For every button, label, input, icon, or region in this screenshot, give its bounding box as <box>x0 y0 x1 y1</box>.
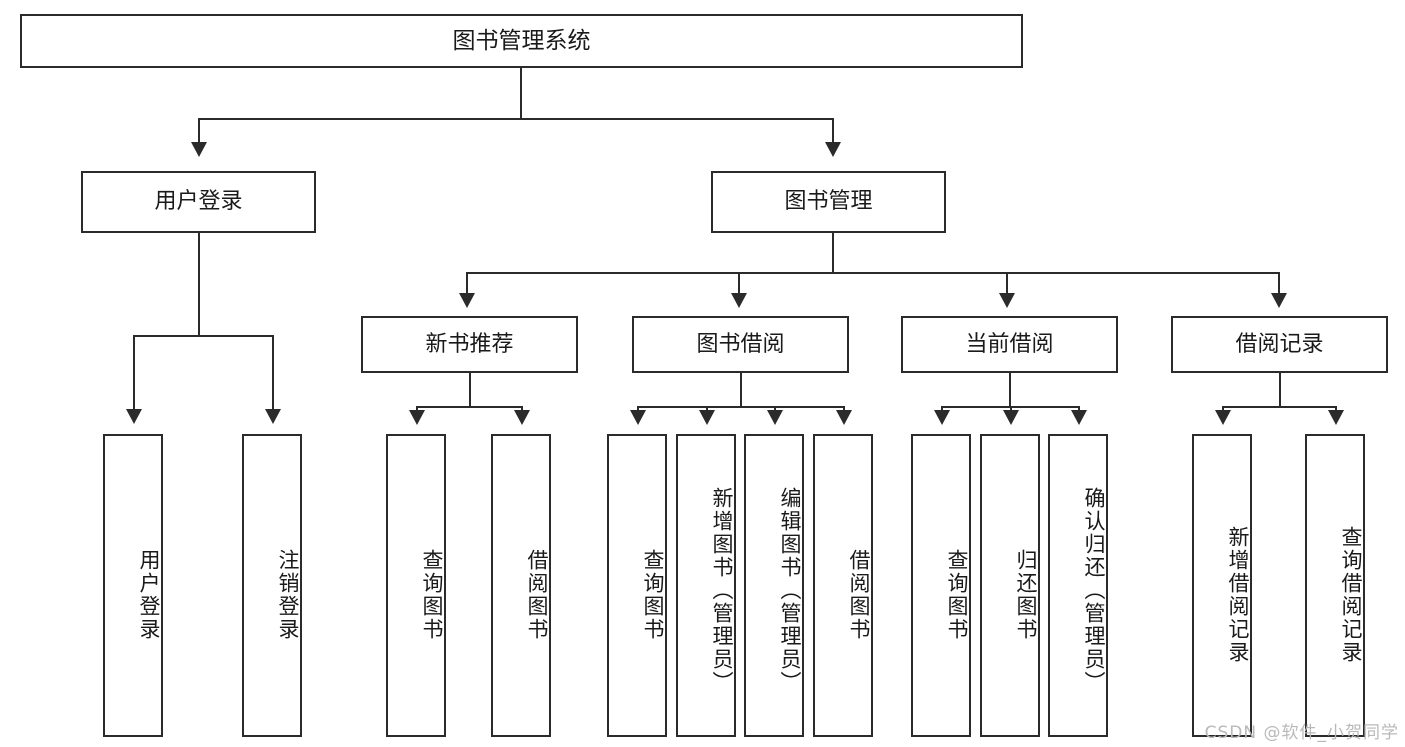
arrow-to-leaf-borrow-book-2 <box>836 410 852 425</box>
leaf-user-login-label: 用户登录 <box>137 548 161 641</box>
edge-root-stem <box>520 68 522 119</box>
edge-nbr-child-1 <box>416 406 418 412</box>
leaf-query-book-1-label: 查询图书 <box>420 548 444 641</box>
edge-nbr-child-2 <box>521 406 523 412</box>
edge-bb-child-1 <box>637 406 639 412</box>
leaf-user-logout[interactable]: 注销登录 <box>242 434 302 737</box>
leaf-add-book-label: 新增图书（管理员） <box>710 487 734 694</box>
leaf-add-record-label: 新增借阅记录 <box>1226 525 1250 664</box>
edge-bm-child-1 <box>466 272 468 295</box>
arrow-to-leaf-query-record <box>1328 410 1344 425</box>
node-new-book-recommend[interactable]: 新书推荐 <box>361 316 578 373</box>
edge-user-login-child-2 <box>272 335 274 411</box>
leaf-query-book-1[interactable]: 查询图书 <box>386 434 446 737</box>
arrow-root-to-user-login <box>191 142 207 157</box>
edge-br-bus <box>1222 406 1337 408</box>
arrow-root-to-book-management <box>825 142 841 157</box>
leaf-user-logout-label: 注销登录 <box>276 548 300 641</box>
edge-bb-stem <box>740 373 742 408</box>
edge-root-to-user-login <box>198 118 200 144</box>
leaf-user-login[interactable]: 用户登录 <box>103 434 163 737</box>
arrow-to-new-book-recommend <box>459 293 475 308</box>
leaf-query-book-3-label: 查询图书 <box>945 548 969 641</box>
leaf-query-record-label: 查询借阅记录 <box>1339 525 1363 664</box>
node-borrow-record[interactable]: 借阅记录 <box>1171 316 1388 373</box>
arrow-to-leaf-query-book-2 <box>630 410 646 425</box>
leaf-add-record[interactable]: 新增借阅记录 <box>1192 434 1252 737</box>
leaf-borrow-book-2-label: 借阅图书 <box>847 548 871 641</box>
edge-bm-child-2 <box>738 272 740 295</box>
node-book-management-label: 图书管理 <box>784 189 873 215</box>
arrow-to-leaf-edit-book <box>767 410 783 425</box>
leaf-query-book-2[interactable]: 查询图书 <box>607 434 667 737</box>
edge-nbr-stem <box>469 373 471 408</box>
arrow-to-borrow-record <box>1271 293 1287 308</box>
edge-nbr-bus <box>416 406 523 408</box>
leaf-borrow-book-2[interactable]: 借阅图书 <box>813 434 873 737</box>
edge-bb-child-3 <box>774 406 776 412</box>
arrow-to-leaf-confirm-return <box>1071 410 1087 425</box>
edge-bb-bus <box>637 406 845 408</box>
node-root-label: 图书管理系统 <box>452 27 591 54</box>
edge-bm-child-3 <box>1006 272 1008 295</box>
node-book-management[interactable]: 图书管理 <box>711 171 946 233</box>
edge-book-management-stem <box>832 233 834 273</box>
leaf-query-record[interactable]: 查询借阅记录 <box>1305 434 1365 737</box>
node-borrow-record-label: 借阅记录 <box>1235 331 1324 357</box>
edge-br-child-2 <box>1335 406 1337 412</box>
arrow-to-leaf-query-book-3 <box>934 410 950 425</box>
node-root-system[interactable]: 图书管理系统 <box>20 14 1023 68</box>
edge-root-to-book-management <box>832 118 834 144</box>
arrow-to-leaf-query-book-1 <box>409 410 425 425</box>
edge-bm-child-4 <box>1278 272 1280 295</box>
edge-cb-child-1 <box>941 406 943 412</box>
arrow-to-leaf-add-record <box>1215 410 1231 425</box>
arrow-to-leaf-borrow-book-1 <box>514 410 530 425</box>
leaf-confirm-return-label: 确认归还（管理员） <box>1082 487 1106 694</box>
edge-user-login-bus <box>133 335 274 337</box>
edge-bb-child-4 <box>843 406 845 412</box>
node-user-login[interactable]: 用户登录 <box>81 171 316 233</box>
edge-br-stem <box>1279 373 1281 408</box>
edge-cb-child-2 <box>1010 406 1012 412</box>
leaf-query-book-2-label: 查询图书 <box>641 548 665 641</box>
arrow-to-leaf-add-book <box>699 410 715 425</box>
node-book-borrow-label: 图书借阅 <box>696 331 785 357</box>
node-user-login-label: 用户登录 <box>154 189 243 215</box>
leaf-edit-book[interactable]: 编辑图书（管理员） <box>744 434 804 737</box>
leaf-add-book[interactable]: 新增图书（管理员） <box>676 434 736 737</box>
arrow-to-book-borrow <box>731 293 747 308</box>
leaf-borrow-book-1[interactable]: 借阅图书 <box>491 434 551 737</box>
watermark: CSDN @软件_小贺同学 <box>1204 723 1399 743</box>
node-current-borrow[interactable]: 当前借阅 <box>901 316 1118 373</box>
leaf-confirm-return[interactable]: 确认归还（管理员） <box>1048 434 1108 737</box>
edge-bb-child-2 <box>706 406 708 412</box>
edge-br-child-1 <box>1222 406 1224 412</box>
edge-user-login-child-1 <box>133 335 135 411</box>
arrow-to-leaf-user-logout <box>265 409 281 424</box>
node-current-borrow-label: 当前借阅 <box>965 331 1054 357</box>
arrow-to-leaf-user-login <box>126 409 142 424</box>
leaf-borrow-book-1-label: 借阅图书 <box>525 548 549 641</box>
edge-cb-stem <box>1009 373 1011 408</box>
edge-user-login-stem <box>198 233 200 336</box>
leaf-return-book-label: 归还图书 <box>1014 548 1038 641</box>
edge-book-management-bus <box>466 272 1280 274</box>
leaf-return-book[interactable]: 归还图书 <box>980 434 1040 737</box>
node-new-book-recommend-label: 新书推荐 <box>425 331 514 357</box>
arrow-to-current-borrow <box>999 293 1015 308</box>
leaf-query-book-3[interactable]: 查询图书 <box>911 434 971 737</box>
edge-cb-child-3 <box>1078 406 1080 412</box>
leaf-edit-book-label: 编辑图书（管理员） <box>778 487 802 694</box>
edge-root-bus <box>198 118 834 120</box>
node-book-borrow[interactable]: 图书借阅 <box>632 316 849 373</box>
arrow-to-leaf-return-book <box>1003 410 1019 425</box>
